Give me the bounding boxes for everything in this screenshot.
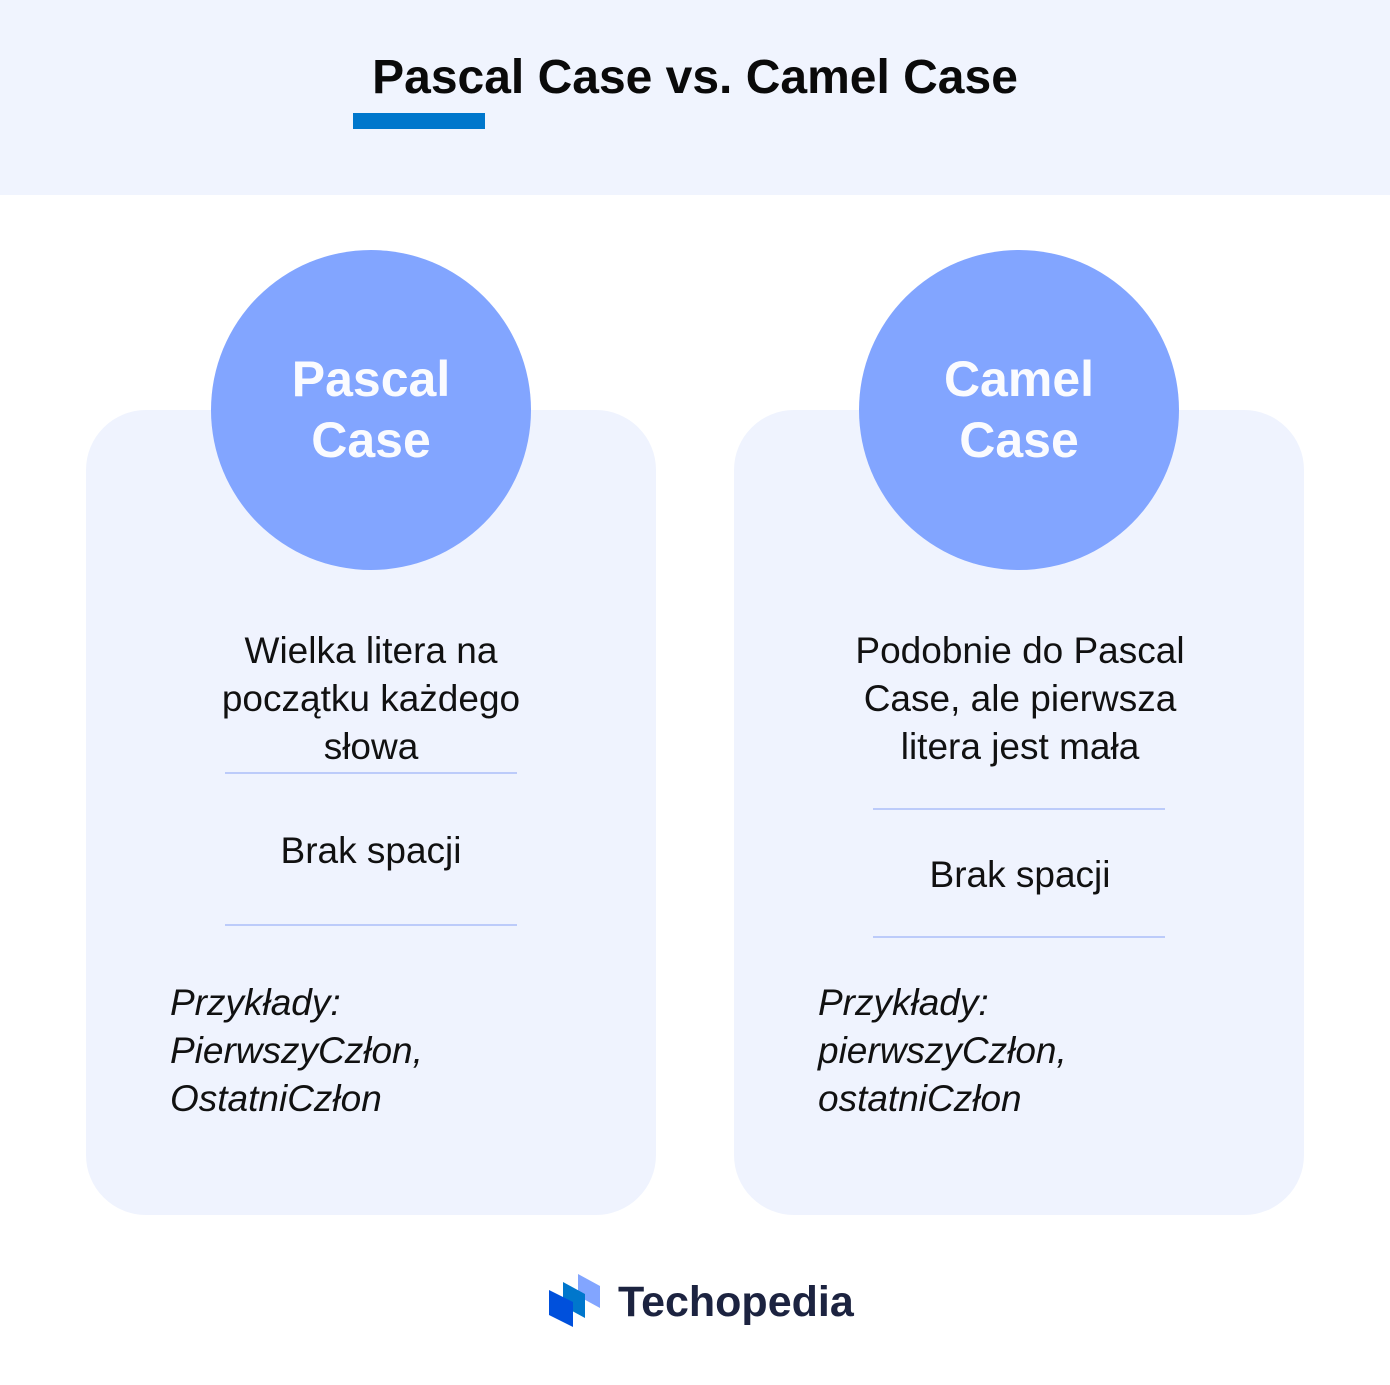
example: pierwszyCzłon, — [818, 1030, 1067, 1071]
pascal-description: Wielka litera na początku każdego słowa — [221, 630, 521, 767]
circle-label: Case — [311, 412, 431, 468]
example: ostatniCzłon — [818, 1078, 1022, 1119]
techopedia-logo-icon — [549, 1274, 600, 1327]
circle-label: Camel — [943, 351, 1095, 407]
examples-label: Przykłady: — [170, 982, 341, 1023]
divider — [225, 924, 517, 926]
divider — [873, 936, 1165, 938]
camel-rule: Brak spacji — [929, 854, 1111, 895]
circle-label: Pascal — [291, 351, 451, 407]
title-underline — [353, 113, 485, 129]
camel-description: Podobnie do Pascal Case, ale pierwsza li… — [855, 630, 1185, 767]
example: PierwszyCzłon, — [170, 1030, 423, 1071]
example: OstatniCzłon — [170, 1078, 382, 1119]
page-title: Pascal Case vs. Camel Case — [372, 51, 1018, 104]
circle-label: Case — [959, 412, 1079, 468]
brand-name: Techopedia — [618, 1278, 854, 1326]
camel-examples: Przykłady: pierwszyCzłon, ostatniCzłon — [818, 979, 1067, 1123]
pascal-examples: Przykłady: PierwszyCzłon, OstatniCzłon — [170, 979, 423, 1123]
examples-label: Przykłady: — [818, 982, 989, 1023]
header-band — [0, 0, 1390, 195]
pascal-rule: Brak spacji — [280, 830, 462, 871]
divider — [873, 808, 1165, 810]
divider — [225, 772, 517, 774]
